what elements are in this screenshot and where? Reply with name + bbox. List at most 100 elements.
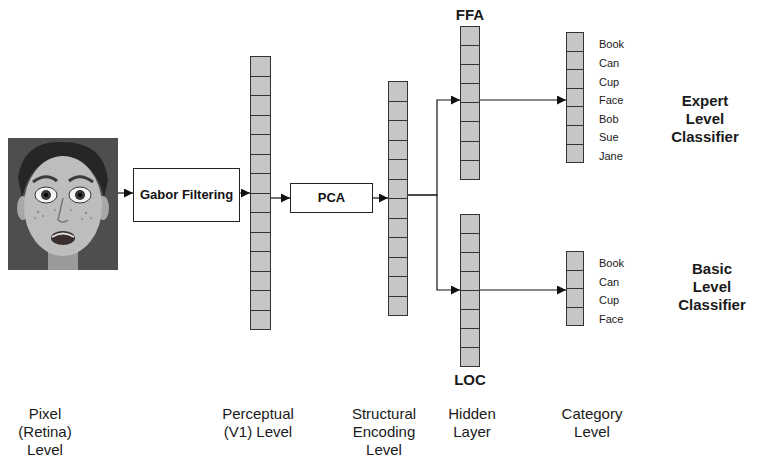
unit-cell	[388, 179, 408, 200]
face-skin	[24, 156, 102, 256]
unit-cell	[566, 106, 584, 126]
category-label: Can	[599, 275, 619, 289]
unit-cell	[250, 154, 271, 175]
unit-cell	[250, 251, 271, 272]
unit-cell	[250, 212, 271, 233]
eyebrow	[33, 177, 57, 182]
box-label: PCA	[318, 190, 345, 206]
category-label: Book	[599, 256, 624, 270]
pupil	[44, 193, 48, 197]
level-label: Perceptual (V1) Level	[222, 405, 294, 441]
unit-vector: Structural Encoding Level	[388, 82, 408, 316]
unit-cell	[388, 159, 408, 180]
category-label: Book	[599, 37, 624, 51]
category-label: Sue	[599, 130, 619, 144]
unit-cell	[388, 218, 408, 239]
unit-cell	[388, 140, 408, 161]
unit-cell	[460, 328, 480, 348]
unit-cell	[566, 69, 584, 89]
category-label: Cup	[599, 75, 619, 89]
mouth	[51, 231, 75, 245]
unit-cell	[388, 101, 408, 122]
unit-cell	[566, 270, 584, 290]
classifier-label: Basic Level Classifier	[678, 260, 746, 314]
unit-vector: FFA	[460, 27, 480, 180]
photo-ground	[8, 138, 118, 270]
iris	[75, 190, 85, 200]
unit-cell	[250, 173, 271, 194]
category-label: Jane	[599, 149, 623, 163]
category-label: Can	[599, 56, 619, 70]
unit-vector: BookCanCupFace	[566, 252, 584, 326]
unit-cell	[250, 76, 271, 97]
unit-cell	[460, 252, 480, 272]
flow-arrow	[408, 195, 460, 290]
unit-cell	[566, 307, 584, 327]
unit-cell	[250, 115, 271, 136]
classifier-label: Expert Level Classifier	[671, 92, 739, 146]
teeth	[52, 234, 74, 238]
unit-cell	[460, 160, 480, 180]
unit-cell	[388, 257, 408, 278]
pupil	[78, 193, 82, 197]
unit-cell	[566, 51, 584, 71]
unit-cell	[388, 198, 408, 219]
process-box: PCA	[290, 183, 373, 213]
level-label: Structural Encoding Level	[352, 405, 416, 459]
unit-cell	[250, 95, 271, 116]
unit-cell	[460, 347, 480, 367]
box-label: Gabor Filtering	[140, 187, 233, 203]
area-label: FFA	[456, 6, 484, 24]
unit-cell	[250, 193, 271, 214]
unit-cell	[388, 81, 408, 102]
flow-arrow	[271, 197, 290, 198]
unit-cell	[250, 232, 271, 253]
level-label: Category Level	[562, 405, 623, 441]
category-label: Face	[599, 312, 623, 326]
unit-cell	[566, 125, 584, 145]
unit-cell	[388, 237, 408, 258]
unit-cell	[566, 88, 584, 108]
unit-cell	[250, 56, 271, 77]
unit-cell	[250, 290, 271, 311]
unit-cell	[460, 290, 480, 310]
nose	[58, 198, 68, 222]
category-label: Face	[599, 93, 623, 107]
unit-cell	[250, 271, 271, 292]
unit-cell	[388, 276, 408, 297]
flow-arrow	[408, 100, 460, 195]
unit-cell	[566, 144, 584, 164]
unit-cell	[460, 141, 480, 161]
freckles	[34, 209, 92, 220]
level-label: Hidden Layer	[448, 405, 496, 441]
eyebrow	[69, 177, 93, 182]
flow-arrow	[118, 192, 133, 193]
face-photo	[8, 138, 118, 270]
unit-cell	[250, 134, 271, 155]
unit-cell	[460, 45, 480, 65]
unit-cell	[388, 120, 408, 141]
unit-cell	[460, 102, 480, 122]
process-box: Gabor Filtering	[133, 168, 240, 222]
flow-arrow	[480, 99, 566, 100]
iris	[41, 190, 51, 200]
unit-cell	[388, 296, 408, 317]
unit-vector: LOC	[460, 215, 480, 367]
area-label: LOC	[454, 371, 486, 389]
unit-cell	[460, 121, 480, 141]
unit-vector: BookCanCupFaceBobSueJane	[566, 33, 584, 163]
flow-arrow	[480, 289, 566, 290]
eye	[69, 187, 91, 203]
unit-cell	[460, 271, 480, 291]
eye	[35, 187, 57, 203]
flow-arrow	[373, 197, 388, 198]
input-image: Pixel (Retina) Level	[8, 138, 118, 270]
unit-cell	[460, 233, 480, 253]
unit-cell	[566, 288, 584, 308]
unit-cell	[566, 251, 584, 271]
unit-cell	[460, 64, 480, 84]
unit-vector: Perceptual (V1) Level	[250, 57, 271, 330]
unit-cell	[460, 214, 480, 234]
unit-cell	[250, 310, 271, 331]
